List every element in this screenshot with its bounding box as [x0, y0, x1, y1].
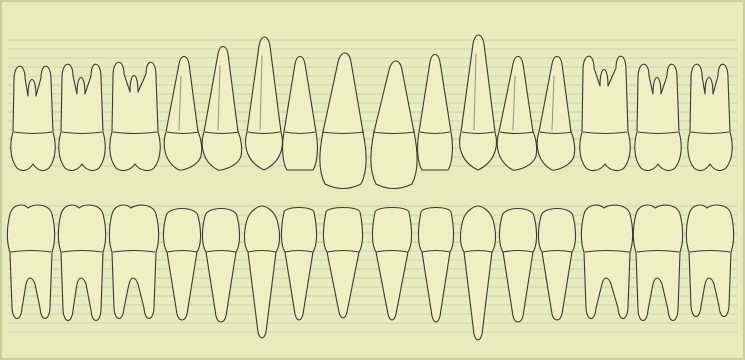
tooth-outline [110, 62, 160, 170]
upper-tooth-molar [580, 56, 630, 170]
upper-tooth-molar [110, 62, 160, 170]
tooth-outline [688, 64, 732, 170]
tooth-outline [635, 64, 681, 170]
upper-tooth-molar [635, 64, 681, 170]
tooth-outline [11, 66, 55, 170]
tooth-outline [580, 56, 630, 170]
upper-tooth-molar3 [688, 64, 732, 170]
upper-tooth-molar [59, 64, 105, 170]
tooth-outline [59, 64, 105, 170]
upper-tooth-molar3 [11, 66, 55, 170]
